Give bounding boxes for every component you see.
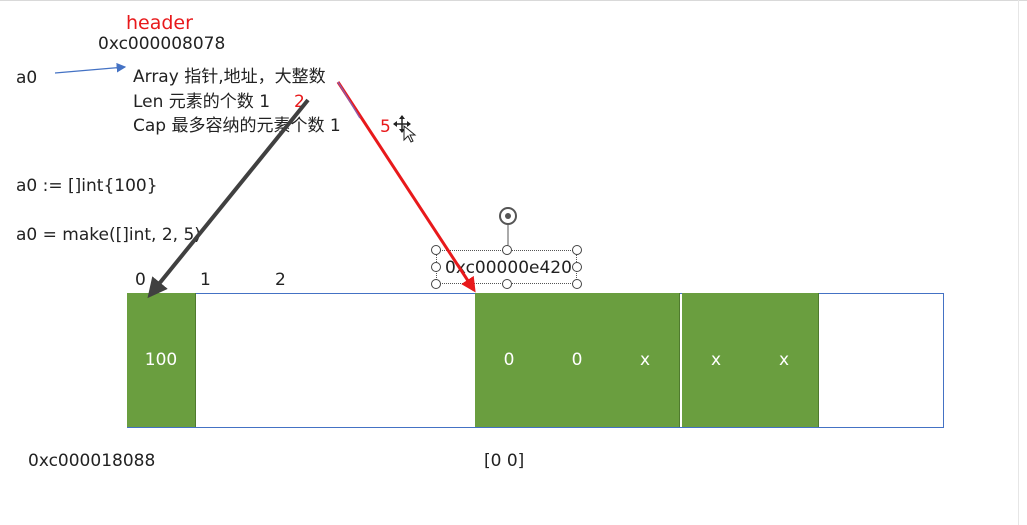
- index-1: 1: [200, 270, 211, 290]
- resize-handle[interactable]: [431, 245, 441, 255]
- pointer-arrow: [54, 62, 127, 74]
- new-array-cell: x: [611, 293, 680, 427]
- new-array-address[interactable]: 0xc00000e420: [445, 258, 572, 278]
- header-label: header: [126, 12, 193, 34]
- code-line-1: a0 := []int{100}: [16, 176, 158, 196]
- right-border: [1018, 0, 1019, 525]
- index-0: 0: [135, 270, 146, 290]
- resize-handle[interactable]: [431, 262, 441, 272]
- field-cap-new: 5: [380, 117, 391, 137]
- new-array-printed: [0 0]: [484, 451, 525, 471]
- header-address: 0xc000008078: [98, 34, 226, 54]
- field-len-new: 2: [294, 92, 305, 112]
- new-array-cell: x: [682, 293, 751, 427]
- resize-handle[interactable]: [572, 279, 582, 289]
- resize-handle[interactable]: [502, 279, 512, 289]
- new-array-cell: x: [750, 293, 819, 427]
- top-border: [0, 0, 1027, 1]
- field-len: Len 元素的个数 1: [133, 92, 271, 112]
- new-array-cell: 0: [475, 293, 544, 427]
- field-array: Array 指针,地址，大整数: [133, 67, 326, 87]
- resize-handle[interactable]: [572, 245, 582, 255]
- variable-a0: a0: [16, 68, 38, 88]
- purple-connector: [337, 81, 361, 119]
- old-array-cell: 100: [127, 293, 196, 427]
- move-cursor-icon: [393, 115, 417, 143]
- index-2: 2: [275, 270, 286, 290]
- dark-pointer-arrow: [147, 98, 310, 299]
- resize-handle[interactable]: [431, 279, 441, 289]
- red-pointer-arrow: [336, 81, 476, 293]
- resize-handle[interactable]: [572, 262, 582, 272]
- rotate-handle-icon[interactable]: [499, 207, 517, 245]
- resize-handle[interactable]: [502, 245, 512, 255]
- new-array-cell: 0: [543, 293, 612, 427]
- code-line-2: a0 = make([]int, 2, 5): [16, 225, 201, 245]
- old-array-address: 0xc000018088: [28, 451, 156, 471]
